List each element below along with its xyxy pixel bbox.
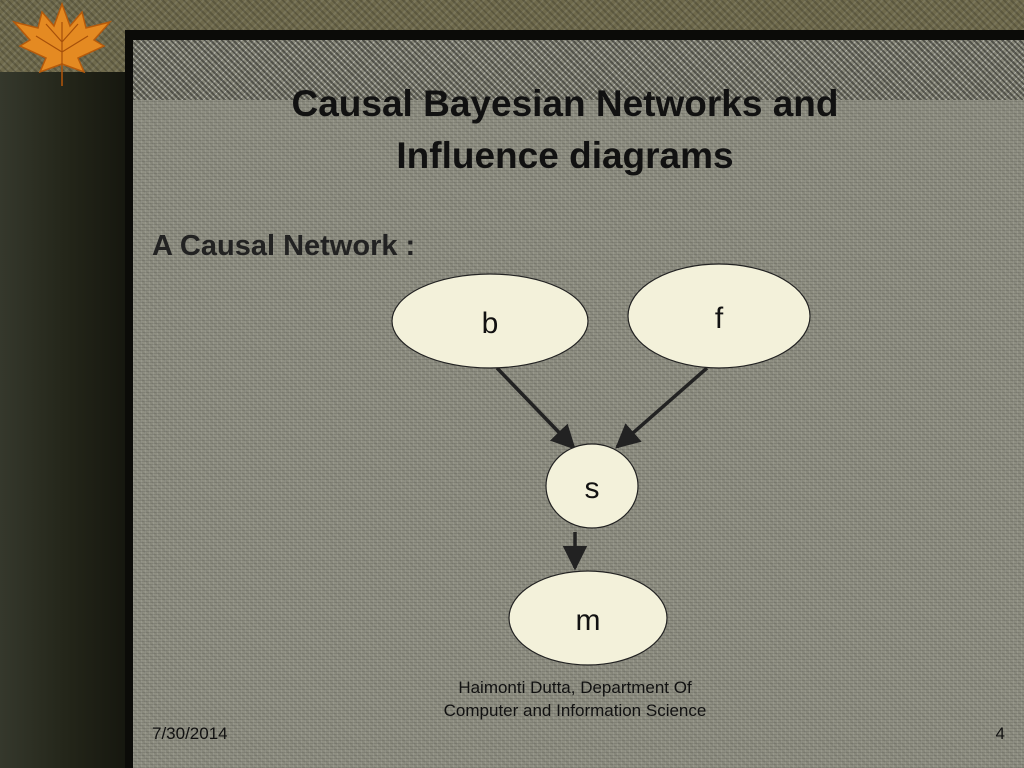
node-m-shape bbox=[508, 570, 668, 666]
footer-page-number: 4 bbox=[995, 724, 1005, 743]
slide-title: Causal Bayesian Networks and Influence d… bbox=[150, 78, 980, 182]
slide-title-line-2: Influence diagrams bbox=[396, 135, 734, 176]
node-f-shape bbox=[627, 263, 811, 369]
edge-b-to-s bbox=[495, 366, 576, 450]
node-b-label: b bbox=[482, 307, 499, 340]
node-s-shape bbox=[545, 443, 639, 529]
slide-top-texture-band bbox=[133, 40, 1024, 100]
footer-date: 7/30/2014 bbox=[152, 724, 228, 743]
node-b-shape bbox=[391, 273, 589, 369]
node-s: s bbox=[545, 443, 639, 529]
maple-leaf-icon bbox=[11, 2, 113, 86]
slide-title-line-1: Causal Bayesian Networks and bbox=[291, 83, 839, 124]
node-m: m bbox=[508, 570, 668, 666]
node-f: f bbox=[627, 263, 811, 369]
edge-f-to-s bbox=[615, 366, 709, 449]
node-m-label: m bbox=[576, 604, 601, 637]
frame-top-texture bbox=[0, 0, 1024, 30]
footer-author: Haimonti Dutta, Department Of Computer a… bbox=[443, 678, 707, 720]
node-b: b bbox=[391, 273, 589, 369]
node-s-label: s bbox=[585, 472, 600, 505]
node-f-label: f bbox=[715, 302, 724, 335]
slide-subtitle: A Causal Network : bbox=[152, 230, 416, 262]
left-sidebar-band bbox=[0, 72, 125, 768]
